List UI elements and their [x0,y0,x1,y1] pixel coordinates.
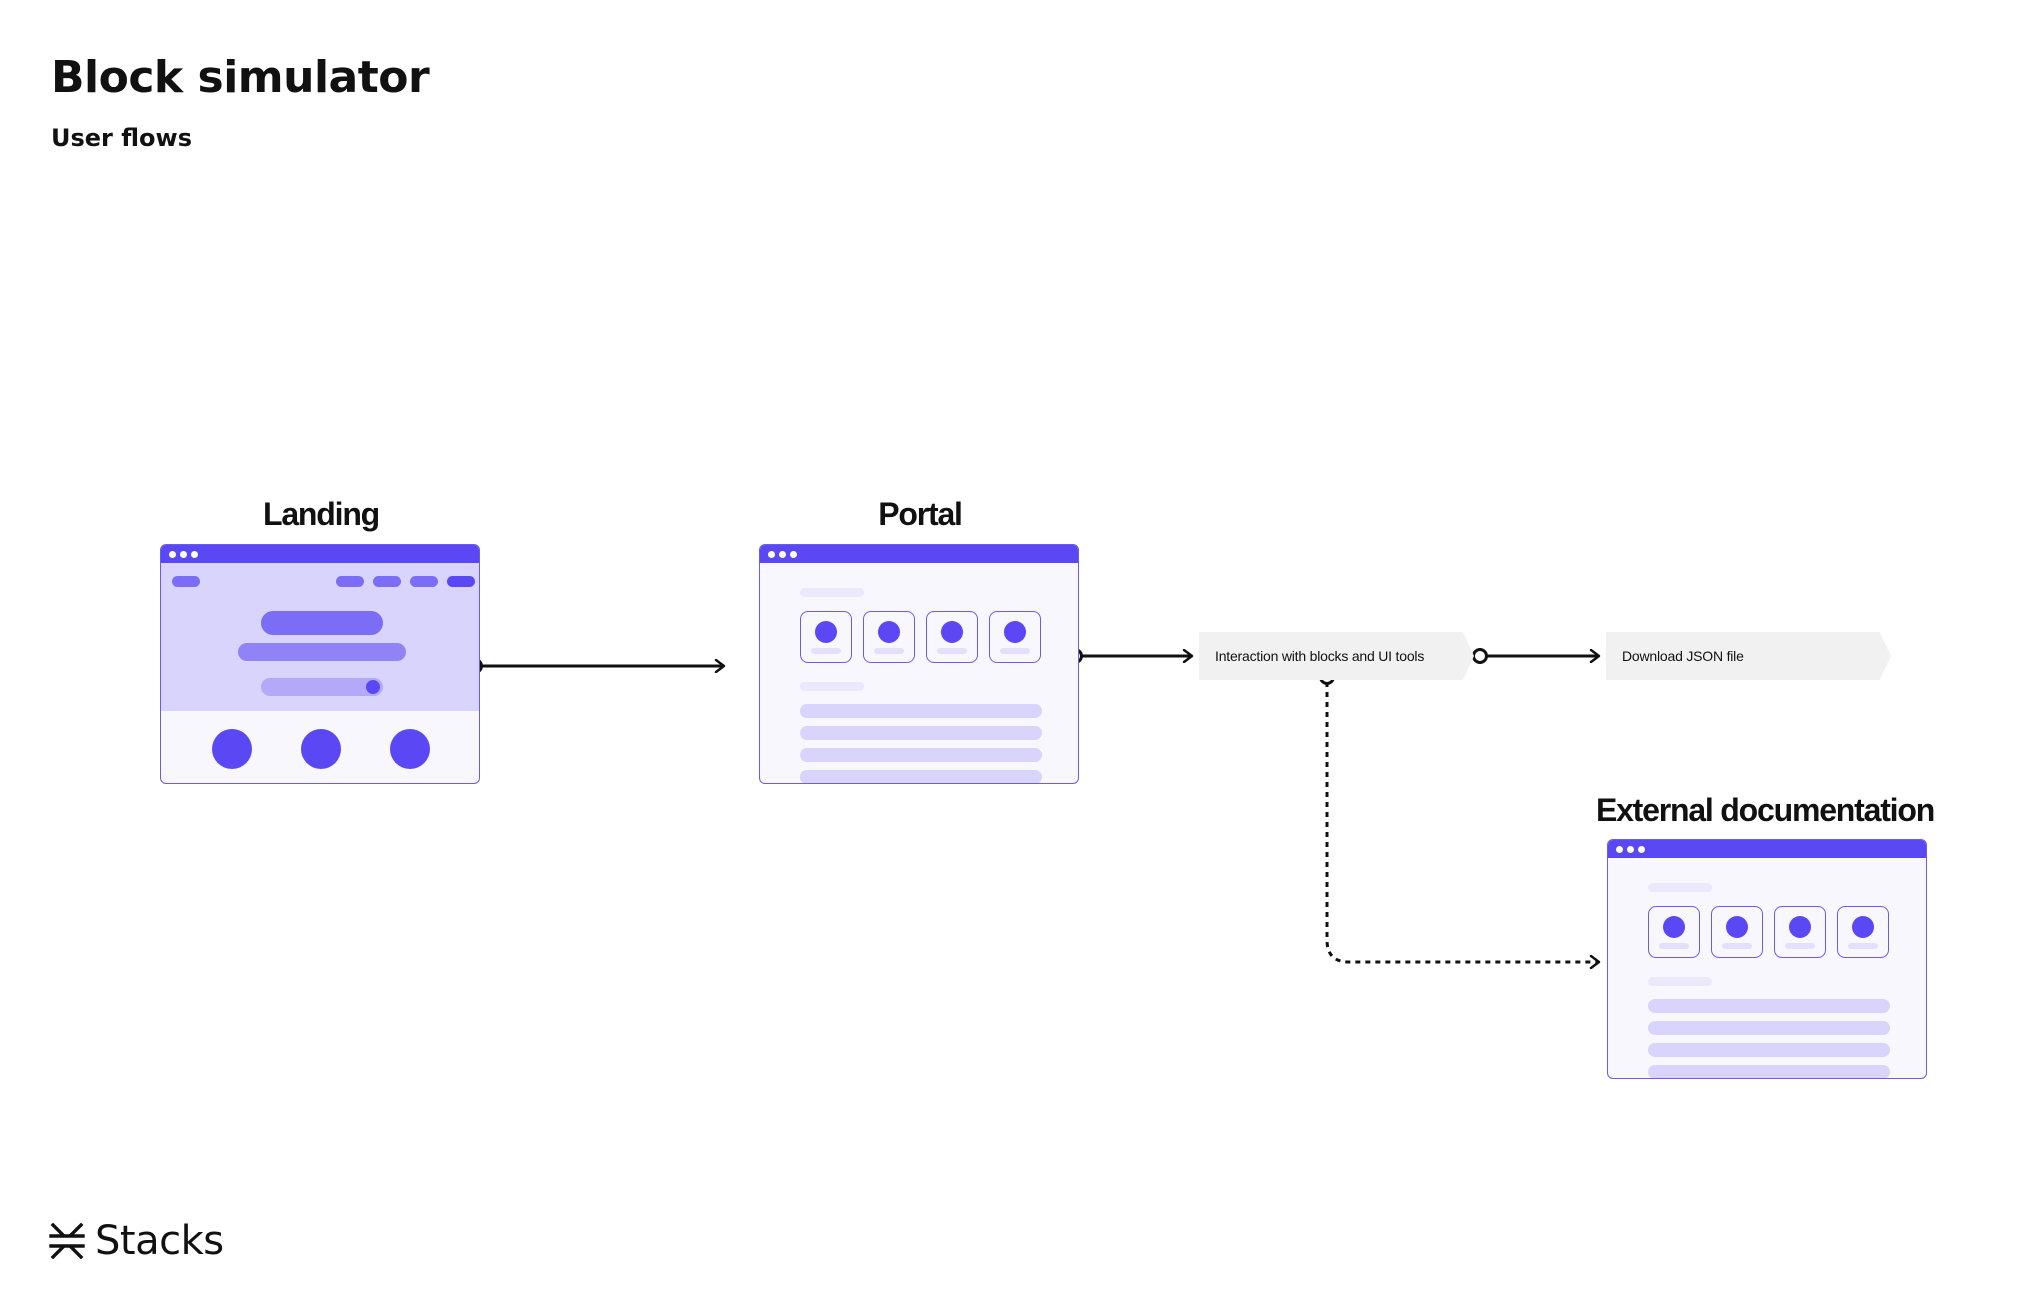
node-label-landing: Landing [262,496,380,532]
node-label-portal: Portal [878,496,963,532]
step-interaction-label: Interaction with blocks and UI tools [1215,648,1425,664]
step-interaction: Interaction with blocks and UI tools [1199,632,1474,680]
step-download-label: Download JSON file [1622,648,1744,664]
window-titlebar [1608,840,1926,858]
window-titlebar [161,545,479,563]
brand-name: Stacks [95,1218,224,1264]
stacks-logo-icon [49,1223,85,1259]
step-download-json: Download JSON file [1606,632,1891,680]
brand-logo: Stacks [49,1218,224,1264]
connector-portal-interaction [1067,648,1193,664]
landing-wireframe [160,544,480,784]
docs-wireframe [1607,839,1927,1079]
connector-interaction-download [1472,648,1600,664]
connector-interaction-docs [1319,669,1600,963]
connector-landing-portal [467,658,725,674]
window-titlebar [760,545,1078,563]
page-subtitle: User flows [51,124,192,152]
node-label-docs: External documentation [1595,792,1935,828]
page-title: Block simulator [51,52,430,103]
portal-wireframe [759,544,1079,784]
